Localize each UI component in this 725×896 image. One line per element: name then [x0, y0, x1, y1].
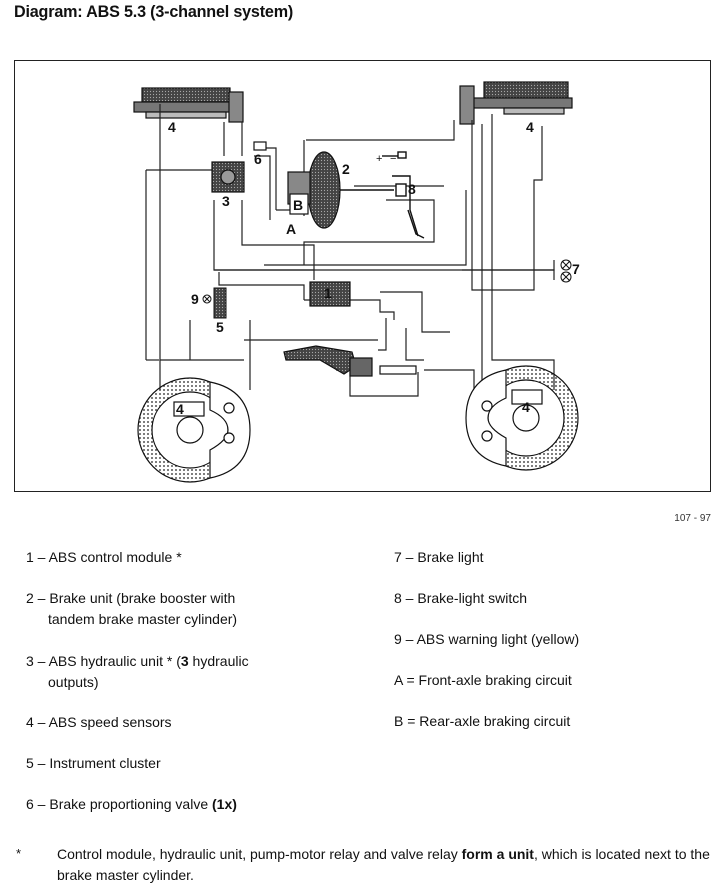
legend-text-cont: tandem brake master cylinder)	[48, 611, 238, 627]
label-4-left: 4	[168, 119, 176, 135]
handbrake	[283, 345, 417, 377]
left-wheel	[137, 377, 251, 483]
right-front-sensor-assembly	[459, 81, 573, 125]
legend-item-7: 7 – Brake light	[394, 547, 484, 568]
legend-text: 1 – ABS control module *	[26, 549, 182, 565]
proportioning-valve	[253, 141, 267, 151]
footnote-star: *	[16, 846, 22, 861]
legend-text-post: hydraulic	[188, 653, 249, 669]
brake-booster	[287, 151, 341, 229]
instrument-cluster	[213, 287, 227, 319]
legend-item-6: 6 – Brake proportioning valve (1x)	[26, 794, 237, 815]
legend-item-b: B = Rear-axle braking circuit	[394, 711, 570, 732]
label-minus: −	[390, 153, 396, 165]
footnote-bold: form a unit	[461, 846, 534, 862]
brake-lights	[560, 259, 572, 283]
legend-text: 2 – Brake unit (brake booster with	[26, 590, 236, 606]
legend-item-2: 2 – Brake unit (brake booster with tande…	[26, 588, 237, 630]
legend-item-5: 5 – Instrument cluster	[26, 753, 161, 774]
legend-text: B = Rear-axle braking circuit	[394, 713, 571, 729]
label-9: 9	[191, 291, 199, 307]
control-module	[309, 281, 351, 307]
label-1: 1	[324, 285, 332, 301]
label-4-right: 4	[526, 119, 534, 135]
footnote-text-post: , which is located next to the brake mas…	[57, 846, 710, 883]
label-plus: +	[376, 153, 382, 165]
label-4-wheel-left: 4	[176, 401, 184, 417]
left-front-sensor-assembly	[133, 87, 244, 123]
page-title: Diagram: ABS 5.3 (3-channel system)	[14, 2, 294, 21]
figure-number: 107 - 97	[674, 513, 711, 524]
right-wheel	[465, 365, 579, 471]
legend-text: 5 – Instrument cluster	[26, 755, 161, 771]
brake-pedal	[340, 151, 425, 239]
label-7: 7	[572, 261, 580, 277]
legend-item-4: 4 – ABS speed sensors	[26, 712, 172, 733]
label-6: 6	[254, 151, 262, 167]
legend-item-1: 1 – ABS control module *	[26, 547, 182, 568]
legend-item-8: 8 – Brake-light switch	[394, 588, 527, 609]
legend-item-9: 9 – ABS warning light (yellow)	[394, 629, 579, 650]
label-5: 5	[216, 319, 224, 335]
label-a: A	[286, 221, 296, 237]
legend-item-a: A = Front-axle braking circuit	[394, 670, 572, 691]
label-4-wheel-right: 4	[522, 399, 530, 415]
label-8: 8	[408, 181, 416, 197]
legend-text: 8 – Brake-light switch	[394, 590, 528, 606]
legend-text: 4 – ABS speed sensors	[26, 714, 172, 730]
legend-item-3: 3 – ABS hydraulic unit * (3 hydraulic ou…	[26, 651, 249, 693]
legend-text: 9 – ABS warning light (yellow)	[394, 631, 580, 647]
abs-warning-light	[202, 294, 212, 304]
legend-text: 3 – ABS hydraulic unit * (	[26, 653, 181, 669]
legend-bold: 3	[180, 653, 189, 669]
legend-text: 6 – Brake proportioning valve	[26, 796, 212, 812]
hydraulic-unit	[211, 161, 245, 193]
label-b: B	[293, 197, 303, 213]
label-3: 3	[222, 193, 230, 209]
footnote-text: Control module, hydraulic unit, pump-mot…	[57, 846, 462, 862]
legend-text: A = Front-axle braking circuit	[394, 672, 572, 688]
footnote: Control module, hydraulic unit, pump-mot…	[57, 844, 717, 886]
diagram-frame	[14, 60, 711, 492]
abs-diagram: 4 4 6 2 3 B A 8 7 9 5 1 4 4 + −	[14, 60, 711, 492]
legend-text: 7 – Brake light	[394, 549, 484, 565]
legend-bold: (1x)	[212, 796, 237, 812]
label-2: 2	[342, 161, 350, 177]
legend-text-cont: outputs)	[48, 674, 99, 690]
